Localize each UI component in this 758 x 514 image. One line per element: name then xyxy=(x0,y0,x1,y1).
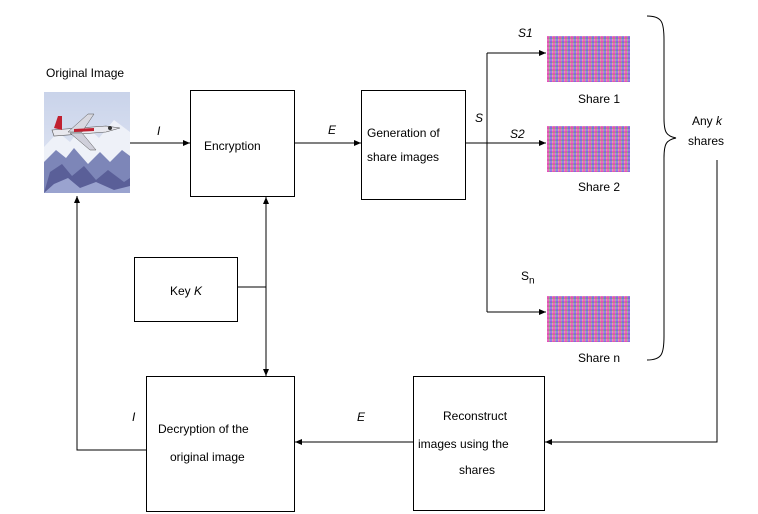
any-k-label-line1: Any k xyxy=(692,114,722,128)
reconstruct-label-line2: images using the xyxy=(418,437,509,451)
share-2-caption: Share 2 xyxy=(578,180,621,194)
share-1-signal: S1 xyxy=(518,26,533,40)
any-k-label-line2: shares xyxy=(688,134,725,148)
encryption-box: Encryption xyxy=(190,90,295,197)
share-n-signal-sub: n xyxy=(529,275,535,287)
any-var: k xyxy=(716,114,723,128)
decryption-label-line2: original image xyxy=(170,450,245,464)
reconstruct-label-line3: shares xyxy=(459,463,496,477)
key-var: K xyxy=(194,284,203,298)
edge-label-i-top: I xyxy=(157,124,161,138)
noise-share-image xyxy=(547,36,630,82)
original-image-label: Original Image xyxy=(46,66,125,80)
generation-box: Generation of share images xyxy=(361,90,466,200)
edge-label-i-bottom: I xyxy=(132,410,136,424)
share-n-signal-main: S xyxy=(521,269,530,283)
reconstruct-box: Reconstruct images using the shares xyxy=(413,376,545,511)
decryption-box: Decryption of the original image xyxy=(146,376,295,512)
share-2-signal: S2 xyxy=(510,127,525,141)
arrow-shares-to-reconstruct xyxy=(545,160,718,445)
decryption-label-line1: Decryption of the xyxy=(158,422,249,436)
any-prefix: Any xyxy=(692,114,713,128)
key-box: Key K xyxy=(134,257,238,322)
noise-share-image xyxy=(547,296,630,342)
right-curly-brace xyxy=(646,15,677,361)
encryption-label: Encryption xyxy=(204,139,261,153)
generation-label-line2: share images xyxy=(367,150,440,164)
reconstruct-label-line1: Reconstruct xyxy=(443,409,508,423)
generation-label-line1: Generation of xyxy=(367,126,440,140)
noise-share-image xyxy=(547,126,630,172)
fighter-jet-photo xyxy=(44,92,130,193)
edge-label-e-top: E xyxy=(328,123,337,137)
key-label: Key K xyxy=(170,284,202,298)
arrow-decryption-to-image xyxy=(74,196,147,451)
edge-label-e-bottom: E xyxy=(357,410,366,424)
share-n-caption: Share n xyxy=(578,351,621,365)
share-1-caption: Share 1 xyxy=(578,92,621,106)
edge-label-s: S xyxy=(475,111,484,125)
share-n-signal: Sn xyxy=(521,269,535,288)
key-prefix: Key xyxy=(170,284,195,298)
